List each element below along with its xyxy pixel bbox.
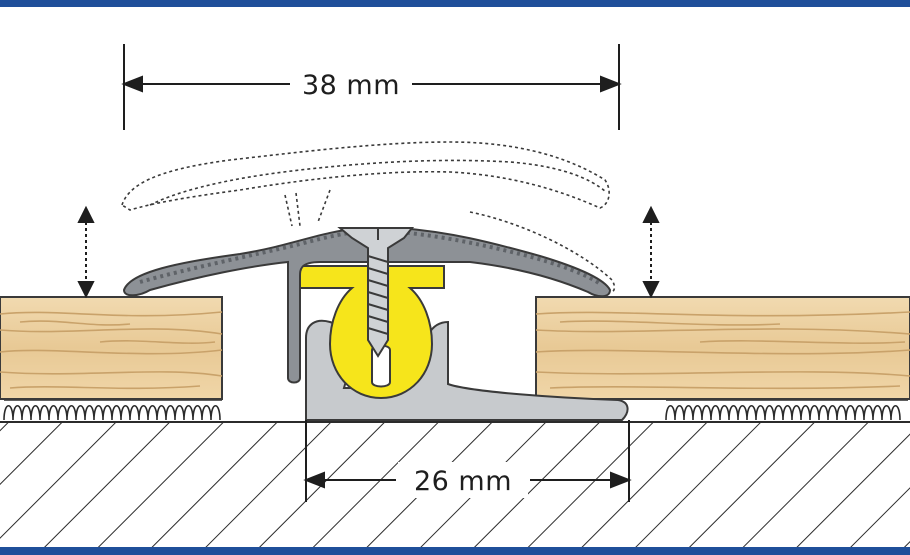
double-arrow-vertical-icon <box>642 205 660 299</box>
underlay-left <box>3 399 222 421</box>
alternate-profile-outline <box>121 141 616 294</box>
dimension-label-bottom: 26 mm <box>414 466 512 497</box>
dimension-label-bottom-bg <box>398 462 528 498</box>
underlay-foam-wave <box>665 404 901 421</box>
floor-board-right <box>535 296 910 400</box>
dimension-top <box>121 44 622 130</box>
top-profile-cap <box>122 227 612 384</box>
dimension-label-top: 38 mm <box>302 70 400 101</box>
underlay-foam-wave <box>3 404 221 421</box>
top-frame-border <box>0 0 910 7</box>
bottom-frame-border <box>0 547 910 555</box>
double-arrow-vertical-icon <box>77 205 95 299</box>
underlay-right <box>665 399 908 421</box>
floor-board-left <box>0 296 223 400</box>
screw <box>337 227 415 358</box>
dimension-bottom <box>303 420 632 502</box>
